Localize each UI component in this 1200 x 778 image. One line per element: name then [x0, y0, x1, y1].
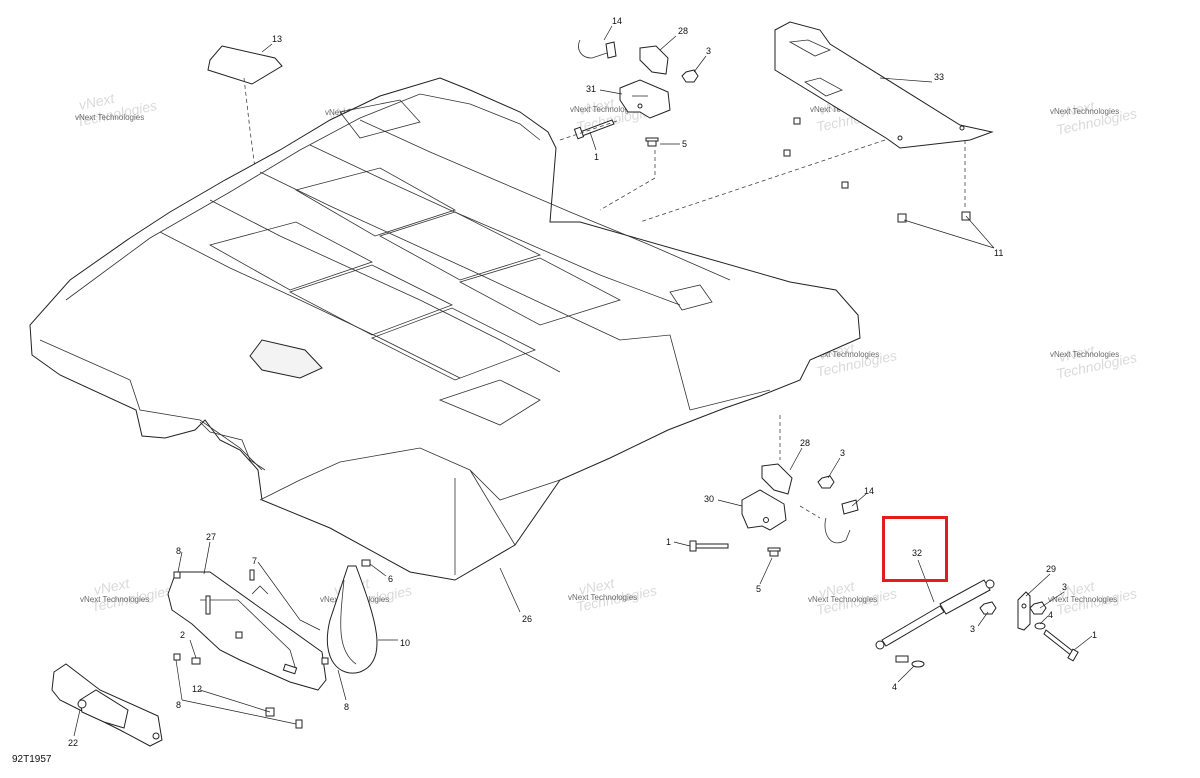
callout: 10 [400, 638, 410, 648]
part-3-nut-strut[interactable] [979, 601, 1047, 615]
callout: 28 [800, 438, 810, 448]
callout: 1 [594, 152, 599, 162]
callout: 31 [586, 84, 596, 94]
part-13-decal[interactable] [207, 45, 283, 346]
callout: 8 [344, 702, 349, 712]
callouts: 13 14 28 3 31 1 5 33 11 28 3 30 14 1 5 3… [68, 16, 1097, 748]
part-14-pin-bottom[interactable] [824, 499, 859, 544]
callout: 2 [180, 630, 185, 640]
callout: 14 [612, 16, 622, 26]
part-5-screw-top[interactable] [645, 137, 659, 147]
watermark: vNext Technologies [75, 90, 159, 130]
callout: 32 [912, 548, 922, 558]
part-14-pin-top[interactable] [578, 39, 617, 59]
watermark-label: vNext Technologies [1050, 350, 1119, 359]
callout: 30 [704, 494, 714, 504]
callout: 12 [192, 684, 202, 694]
svg-text:vNext: vNext [1057, 342, 1096, 365]
watermark-label: vNext Technologies [810, 350, 879, 359]
part-26-cargo-box[interactable] [29, 77, 861, 581]
svg-text:vNext: vNext [1057, 98, 1096, 121]
callout: 29 [1046, 564, 1056, 574]
part-10-strap[interactable] [326, 565, 378, 674]
part-1-bolt-bottom[interactable] [689, 540, 729, 552]
callout: 11 [994, 248, 1003, 258]
part-3-nut-top[interactable] [681, 69, 699, 83]
svg-text:vNext: vNext [577, 95, 616, 118]
part-5-screw-bottom[interactable] [767, 547, 781, 557]
part-3-nut-bottom[interactable] [817, 475, 835, 489]
part-33-rail[interactable] [774, 21, 994, 149]
callout: 14 [864, 486, 874, 496]
watermark-label: vNext Technologies [1048, 595, 1117, 604]
svg-text:vNext: vNext [77, 90, 116, 113]
callout: 22 [68, 738, 78, 748]
part-1-bolt-strut[interactable] [1043, 629, 1079, 662]
part-31-bracket[interactable] [619, 79, 671, 119]
leader-lines [73, 25, 1093, 737]
callout: 5 [682, 139, 687, 149]
callout: 1 [666, 537, 671, 547]
watermark-label: vNext Technologies [808, 595, 877, 604]
watermark-label: vNext Technologies [75, 113, 144, 122]
callout: 3 [840, 448, 845, 458]
highlight-box-part-32[interactable] [882, 516, 948, 582]
part-28-plate-bottom[interactable] [761, 463, 793, 495]
watermark-label: vNext Technologies [570, 105, 639, 114]
callout: 3 [970, 624, 975, 634]
svg-text:vNext: vNext [817, 578, 856, 601]
watermark-label: vNext Technologies [568, 593, 637, 602]
watermark-label: vNext Technologies [1050, 107, 1119, 116]
part-22-tail-light[interactable] [51, 663, 163, 747]
callout: 13 [272, 34, 282, 44]
svg-text:vNext: vNext [577, 575, 616, 598]
part-30-bracket[interactable] [741, 489, 787, 531]
watermark: vNext Technologies [1055, 578, 1139, 618]
callout: 3 [1062, 582, 1067, 592]
part-29-bracket[interactable] [1017, 591, 1031, 631]
callout: 5 [756, 584, 761, 594]
callout: 4 [892, 682, 897, 692]
diagram-code: 92T1957 [12, 754, 52, 765]
callout: 6 [388, 574, 393, 584]
part-28-plate-top[interactable] [639, 45, 669, 75]
svg-text:vNext: vNext [92, 575, 131, 598]
svg-text:vNext: vNext [1057, 578, 1096, 601]
callout: 8 [176, 700, 181, 710]
callout: 33 [934, 72, 944, 82]
part-27-plate[interactable] [167, 571, 327, 691]
callout: 7 [252, 556, 257, 566]
callout: 4 [1048, 610, 1053, 620]
callout: 26 [522, 614, 532, 624]
callout: 1 [1092, 630, 1097, 640]
watermark: vNext Technologies [90, 575, 174, 615]
watermark: vNext Technologies [575, 575, 659, 615]
part-4-ball-stud[interactable] [895, 622, 1046, 668]
callout: 8 [176, 546, 181, 556]
callout: 3 [706, 46, 711, 56]
watermark-label: vNext Technologies [80, 595, 149, 604]
callout: 28 [678, 26, 688, 36]
callout: 27 [206, 532, 216, 542]
part-32-gas-strut[interactable] [875, 579, 995, 650]
